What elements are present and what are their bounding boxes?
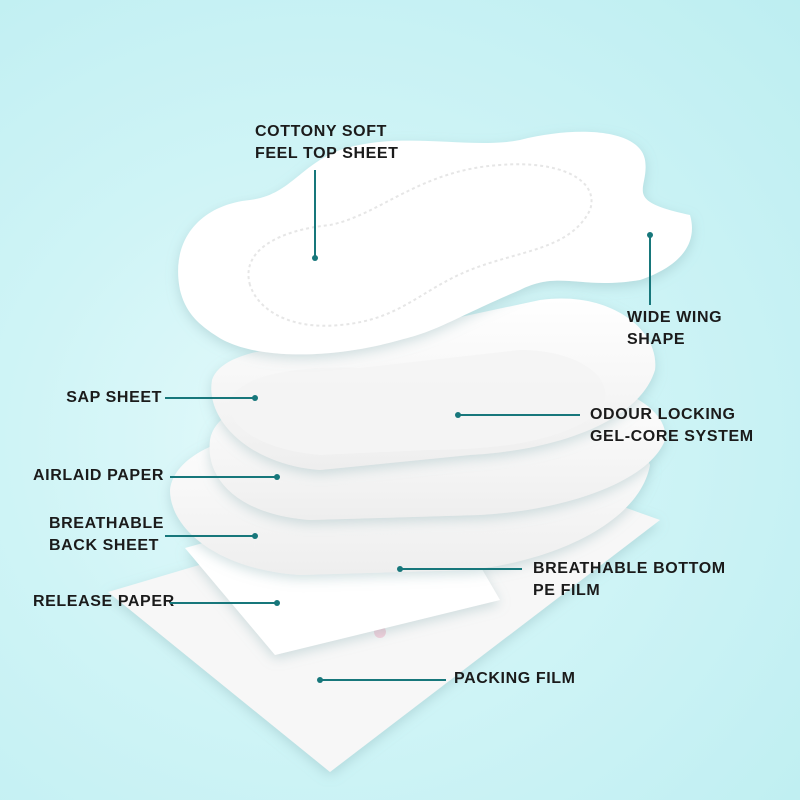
- leader-dot: [274, 474, 280, 480]
- label-sap-sheet: SAP SHEET: [66, 389, 162, 406]
- label-line: BREATHABLE BOTTOM: [533, 560, 726, 577]
- leader-line: [170, 476, 277, 478]
- leader-dot: [397, 566, 403, 572]
- top-sheet-embossing: [247, 163, 593, 327]
- label-packing-film: PACKING FILM: [454, 670, 576, 687]
- label-airlaid-paper: AIRLAID PAPER: [33, 467, 165, 484]
- label-release-paper: RELEASE PAPER: [33, 593, 175, 610]
- top-sheet-layer: [178, 131, 692, 355]
- leader-dot: [252, 533, 258, 539]
- leader-dot: [312, 255, 318, 261]
- leader-dot: [455, 412, 461, 418]
- label-line: PE FILM: [533, 582, 601, 599]
- label-line: COTTONY SOFT: [255, 123, 387, 140]
- leader-dot: [252, 395, 258, 401]
- leader-dot: [274, 600, 280, 606]
- label-line: BACK SHEET: [49, 537, 160, 554]
- leader-line: [314, 170, 316, 258]
- gel-core-layer: [229, 350, 606, 455]
- label-line: ODOUR LOCKING: [590, 406, 736, 423]
- label-odour-locking: ODOUR LOCKING GEL-CORE SYSTEM: [590, 404, 754, 448]
- leader-line: [320, 679, 446, 681]
- leader-line: [400, 568, 522, 570]
- leader-line: [165, 397, 255, 399]
- leader-line: [649, 235, 651, 305]
- label-breathable-back-sheet: BREATHABLE BACK SHEET: [49, 513, 164, 557]
- label-line: GEL-CORE SYSTEM: [590, 428, 754, 445]
- label-line: WIDE WING: [627, 309, 723, 326]
- label-line: SHAPE: [627, 331, 686, 348]
- leader-line: [165, 535, 255, 537]
- leader-dot: [317, 677, 323, 683]
- label-line: FEEL TOP SHEET: [255, 145, 399, 162]
- leader-line: [458, 414, 580, 416]
- leader-line: [170, 602, 277, 604]
- label-top-sheet: COTTONY SOFT FEEL TOP SHEET: [255, 121, 399, 165]
- leader-dot: [647, 232, 653, 238]
- label-line: BREATHABLE: [49, 515, 165, 532]
- label-wide-wing: WIDE WING SHAPE: [627, 307, 722, 351]
- label-breathable-bottom-pe-film: BREATHABLE BOTTOM PE FILM: [533, 558, 726, 602]
